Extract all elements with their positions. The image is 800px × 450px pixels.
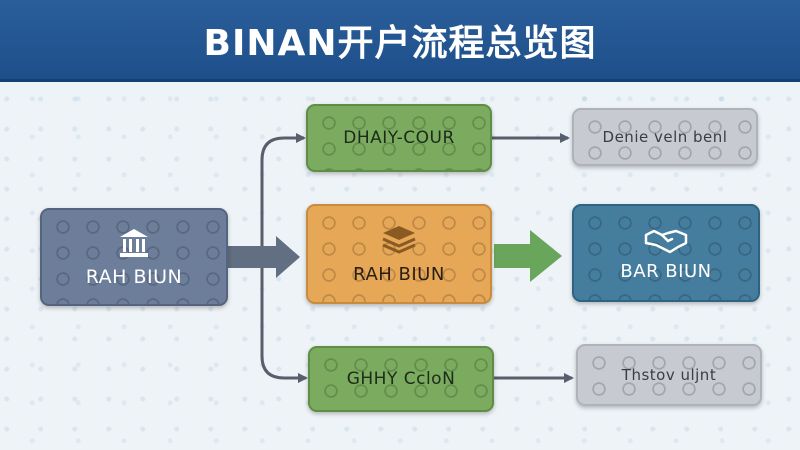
stack-icon [382,225,416,254]
center-node-label: RAH BIUN [353,263,445,285]
top-middle-node-label: DHAIY-COUR [343,128,455,148]
center-to-right-arrow [494,230,562,282]
center-node: RAH BIUN [306,204,492,304]
page-title: BINAN开户流程总览图 [203,22,597,64]
bottom-right-node: Thstov uljnt [576,344,762,406]
bottom-middle-node: GHHY CcloN [308,346,494,412]
start-node: RAH BIUN [40,208,228,306]
branch-to-bottom-arrow [260,268,308,383]
bank-icon [120,229,148,257]
bottom-middle-node-label: GHHY CcloN [346,369,456,389]
title-banner: BINAN开户流程总览图 [0,0,800,82]
handshake-icon [644,229,688,253]
center-right-node-label: BAR BIUN [620,260,712,282]
start-node-label: RAH BIUN [85,266,183,288]
branch-to-top-arrow [260,133,306,246]
center-right-node: BAR BIUN [572,204,760,302]
bottom-right-node-label: Thstov uljnt [621,366,717,384]
top-middle-node: DHAIY-COUR [306,104,492,172]
start-to-center-arrow [228,236,300,278]
top-right-node-label: Denie veln benl [602,128,728,146]
top-right-node: Denie veln benl [572,108,758,166]
